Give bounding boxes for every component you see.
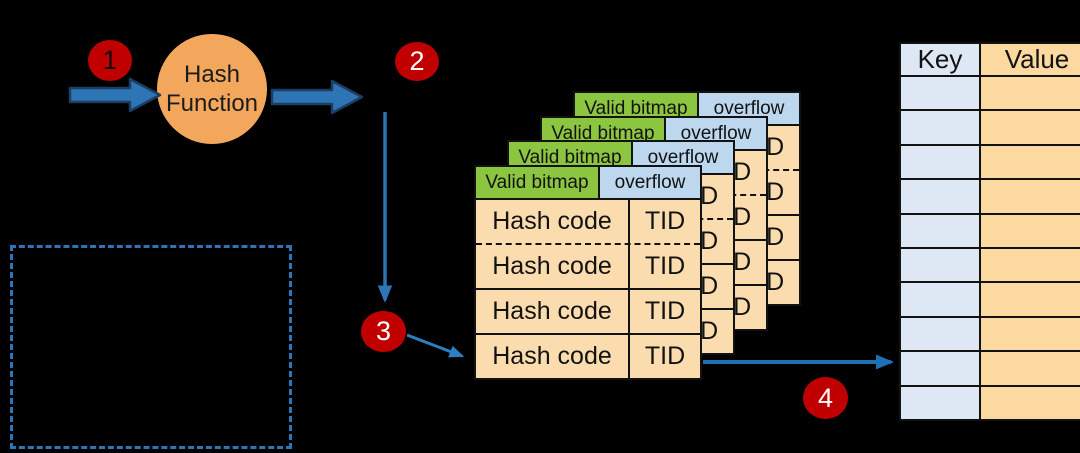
- kv-row: [901, 281, 1080, 316]
- step3-to-bucket-row-arrow-icon: [406, 333, 465, 358]
- key-cell: [901, 352, 981, 385]
- key-cell: [901, 248, 981, 282]
- kv-header-row: Key Value: [901, 44, 1080, 75]
- value-cell: [981, 352, 1080, 385]
- value-cell: [981, 317, 1080, 351]
- hash-function-label: Hash Function: [165, 61, 259, 117]
- bucket-page-1: Valid bitmap overflow Hash code TID Hash…: [474, 165, 702, 380]
- hash-code-cell: Hash code: [476, 335, 630, 378]
- bucket-row: Hash code TID: [476, 243, 700, 288]
- input-to-hash-arrow-icon: [68, 77, 162, 113]
- value-cell: [981, 180, 1080, 213]
- bucket-row: Hash code TID: [476, 288, 700, 333]
- value-cell: [981, 145, 1080, 179]
- key-cell: [901, 317, 981, 351]
- kv-row: [901, 315, 1080, 351]
- kv-row: [901, 75, 1080, 110]
- step-badge-3: 3: [361, 311, 406, 352]
- tid-cell: TID: [644, 207, 686, 235]
- key-cell: [901, 283, 981, 316]
- value-cell: [981, 111, 1080, 144]
- key-cell: [901, 180, 981, 213]
- kv-row: [901, 143, 1080, 179]
- key-cell: [901, 111, 981, 144]
- tid-cell: TID: [644, 252, 686, 280]
- key-value-table: Key Value: [899, 42, 1080, 421]
- hash-code-cell: Hash code: [476, 200, 630, 243]
- step-badge-2: 2: [395, 42, 439, 81]
- kv-row: [901, 384, 1080, 419]
- step-badge-4: 4: [803, 377, 848, 419]
- kv-row: [901, 178, 1080, 213]
- value-header-cell: Value: [981, 44, 1080, 75]
- hash-to-bucket-arrow-icon: [270, 79, 364, 115]
- key-header-cell: Key: [901, 44, 981, 75]
- overflow-cell: overflow: [600, 167, 700, 198]
- kv-row: [901, 212, 1080, 247]
- valid-bitmap-cell: Valid bitmap: [476, 167, 600, 198]
- key-cell: [901, 77, 981, 110]
- bucket-row: Hash code TID: [476, 200, 700, 243]
- hash-code-cell: Hash code: [476, 290, 630, 333]
- kv-row: [901, 246, 1080, 282]
- key-cell: [901, 145, 981, 179]
- step-badge-1: 1: [88, 40, 132, 81]
- value-cell: [981, 214, 1080, 247]
- value-cell: [981, 283, 1080, 316]
- overflow-cell: overflow: [699, 93, 799, 124]
- value-cell: [981, 248, 1080, 282]
- key-cell: [901, 214, 981, 247]
- tid-cell: TID: [644, 297, 686, 325]
- dashed-placeholder-box: [10, 245, 292, 449]
- key-cell: [901, 386, 981, 419]
- hash-code-cell: Hash code: [476, 245, 630, 288]
- value-cell: [981, 386, 1080, 419]
- bucket-row: Hash code TID: [476, 333, 700, 378]
- value-cell: [981, 77, 1080, 110]
- bucket-page-header: Valid bitmap overflow: [476, 167, 700, 200]
- kv-row: [901, 109, 1080, 144]
- hash-function-node: Hash Function: [157, 34, 267, 144]
- tid-cell: TID: [644, 342, 686, 370]
- kv-row: [901, 350, 1080, 385]
